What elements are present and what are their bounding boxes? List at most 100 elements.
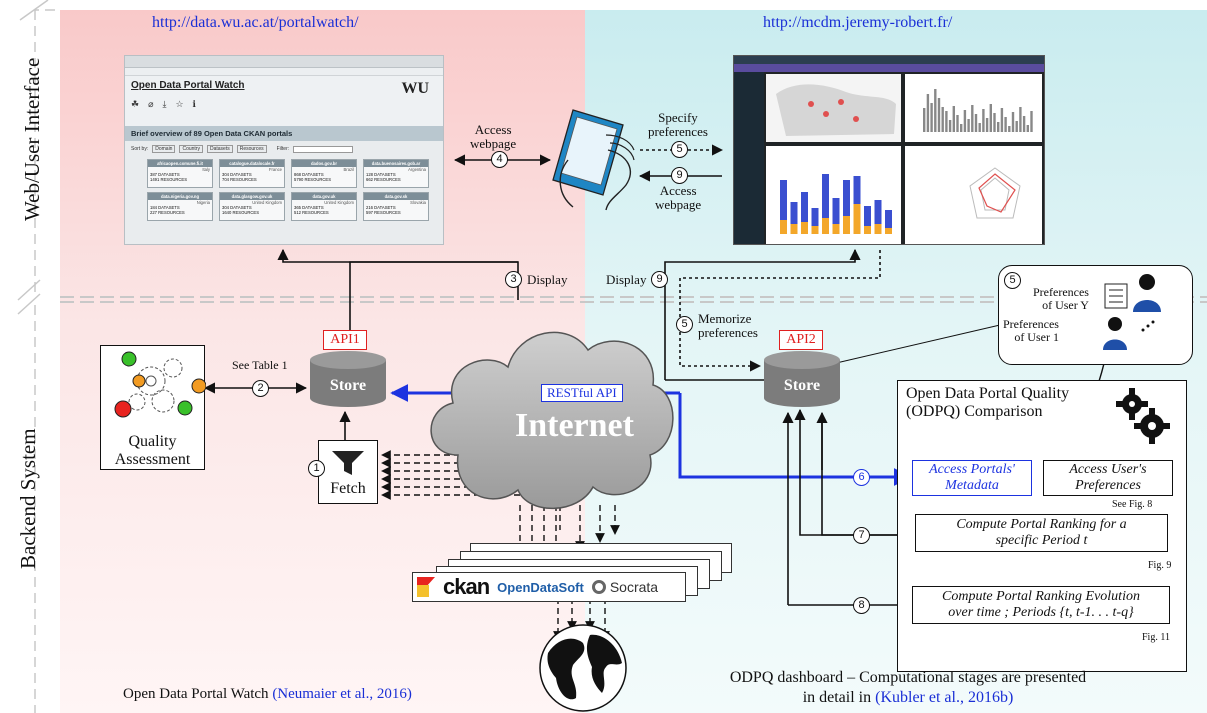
dashboard-hist-bar (1030, 111, 1033, 132)
portal-card-resources: 597 RESOURCES (366, 210, 401, 215)
gears-and-faces-icon (114, 351, 207, 418)
portal-card-datasets: 304 DATASETS (222, 205, 252, 210)
dashboard-stack-bar-orange (780, 220, 787, 234)
portal-card-resources: 512 RESOURCES (294, 210, 329, 215)
dashboard-hist-bar (1004, 117, 1007, 132)
dashboard-hist-bar (926, 94, 930, 132)
portal-card-country: United Kingdom (252, 200, 282, 205)
dashboard-stack-bar-orange (843, 216, 850, 234)
fetch-box: Fetch (318, 440, 378, 504)
odpq-title: Open Data Portal Quality (ODPQ) Comparis… (906, 385, 1070, 420)
dashboard-map-panel (766, 74, 901, 142)
filter-input[interactable] (293, 145, 354, 153)
internet-cloud-icon (430, 331, 674, 510)
portal-card-datasets: 387 DATASETS (150, 172, 180, 177)
pref-user-1-label: Preferences of User 1 (1003, 317, 1059, 344)
socrata-label: Socrata (609, 579, 659, 595)
portal-card-resources: 662 RESOURCES (366, 177, 401, 182)
api1-label: API1 (323, 330, 367, 350)
portal-card-resources: 1491 RESOURCES (150, 177, 188, 182)
dashboard-hist-bar (1026, 125, 1029, 132)
toolbar-icons: ☘⌀⤓☆ℹ (131, 99, 205, 109)
dashboard-sidebar (734, 72, 764, 244)
user-preferences-bubble (998, 265, 1193, 365)
portal-card-datasets: 304 DATASETS (222, 172, 252, 177)
dashboard-stack-bar-blue (822, 174, 829, 218)
pref-user-y-label: Preferences of User Y (1033, 285, 1089, 312)
dashboard-hist-bar (923, 108, 926, 132)
dashboard-hist-bar (948, 120, 952, 132)
dashboard-stack-bar-blue (885, 210, 892, 228)
dashboard-stack-bar-orange (822, 218, 829, 234)
portalwatch-url[interactable]: http://data.wu.ac.at/portalwatch/ (152, 14, 359, 31)
access-user-preferences-box: Access User's Preferences (1043, 460, 1173, 496)
step-5-marker-memorize: 5 (676, 316, 693, 333)
portal-card-country: France (268, 167, 282, 172)
dashboard-stack-bar-blue (874, 200, 882, 224)
left-citation-link[interactable]: (Neumaier et al., 2016) (272, 686, 412, 702)
dashboard-stack-bar-blue (864, 206, 871, 226)
step-2-marker: 2 (252, 380, 269, 397)
fig-11-label: Fig. 11 (1142, 632, 1170, 643)
filter-funnel-icon (332, 451, 364, 475)
dashboard-hist-bar (960, 124, 963, 132)
right-citation-link[interactable]: (Kubler et al., 2016b) (875, 689, 1014, 706)
fetch-label: Fetch (330, 480, 366, 497)
portalwatch-title: Open Data Portal Watch (131, 80, 245, 91)
quality-assessment-box: Quality Assessment (100, 345, 207, 470)
dashboard-stacked-chart-panel (766, 146, 901, 244)
sort-resources-button[interactable]: Resources (236, 145, 267, 153)
dashboard-hist-bar (1015, 121, 1018, 132)
memorize-preferences-label: Memorize preferences (698, 311, 758, 340)
web-ui-section-label: Web/User Interface (20, 57, 44, 221)
portal-card-name: data.gov.uk (292, 193, 356, 200)
socrata-logo-icon (591, 580, 606, 594)
api1-store-label: Store (329, 377, 367, 394)
portal-card-datasets: 128 DATASETS (366, 172, 396, 177)
sort-domain-button[interactable]: Domain (152, 145, 176, 153)
dashboard-hist-bar (978, 123, 981, 132)
dashboard-stack-bar-blue (801, 192, 808, 222)
portal-card-datasets: 868 DATASETS (294, 172, 324, 177)
left-caption: Open Data Portal Watch (Neumaier et al.,… (123, 686, 412, 702)
dashboard-hist-bar (993, 113, 996, 132)
compute-evolution-box: Compute Portal Ranking Evolution over ti… (912, 586, 1170, 624)
portal-card-country: Slovakia (410, 200, 426, 205)
dashboard-hist-bar (1000, 108, 1004, 132)
sort-datasets-button[interactable]: Datasets (206, 145, 233, 153)
portal-card-name: data.gov.sk (364, 193, 428, 200)
portalwatch-sort-bar: Sort by: Domain Country Datasets Resourc… (125, 141, 443, 157)
step-4-marker: 4 (491, 151, 508, 168)
step-9-marker-display: 9 (651, 271, 668, 288)
step-1-marker: 1 (308, 460, 325, 477)
portal-card-country: Argentina (408, 167, 426, 172)
dashboard-hist-bar (997, 122, 1000, 132)
sort-country-button[interactable]: Country (179, 145, 203, 153)
dashboard-hist-bar (941, 107, 944, 132)
see-fig-8-label: See Fig. 8 (1112, 499, 1153, 510)
dashboard-stack-bar-orange (853, 204, 861, 234)
smartphone-in-hand-icon (552, 109, 635, 211)
portal-card-resources: 227 RESOURCES (150, 210, 185, 215)
dashboard-hist-bar (956, 115, 959, 132)
dashboard-stack-bar-blue (853, 176, 861, 204)
api2-label: API2 (779, 330, 823, 350)
opendatasoft-label: OpenDataSoft (497, 579, 584, 595)
dashboard-hist-bar (971, 105, 974, 132)
portalwatch-screenshot: Open Data Portal Watch WU ☘⌀⤓☆ℹ Brief ov… (124, 55, 444, 245)
specify-preferences-label: Specify preferences (648, 110, 708, 139)
odpq-dashboard-url[interactable]: http://mcdm.jeremy-robert.fr/ (763, 14, 953, 31)
dashboard-hist-bar (1008, 126, 1011, 132)
browser-bookmarks (125, 68, 443, 76)
portal-card-resources: 1640 RESOURCES (222, 210, 260, 215)
users-sliders-icon (1103, 274, 1161, 350)
step-5-marker-bubble: 5 (1004, 272, 1021, 289)
